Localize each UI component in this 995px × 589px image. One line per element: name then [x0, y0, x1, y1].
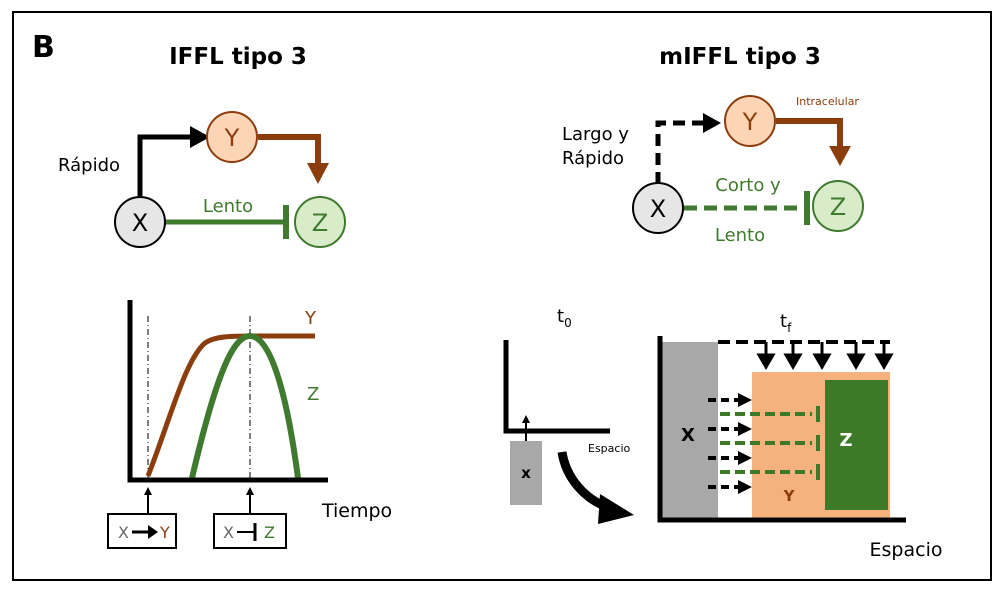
right-edge-y-z-arrowhead — [829, 146, 851, 166]
left-plot-z-label: Z — [307, 384, 319, 405]
right-node-z-label: Z — [830, 193, 846, 221]
left-edge-x-y-arrowhead — [190, 126, 210, 148]
right-network: Y X Z Largo y Rápido Intracelular Corto … — [562, 95, 864, 246]
event2-to: Z — [264, 523, 275, 542]
left-plot: Y Z Tiempo X Y X Z — [107, 300, 392, 549]
left-edge-y-z — [258, 134, 321, 168]
event1-to: Y — [159, 523, 170, 542]
tf-y-label: Y — [783, 487, 796, 505]
left-node-z-label: Z — [312, 209, 328, 237]
t0-x-block — [510, 441, 542, 505]
left-network: Y X Z Rápido Lento — [58, 111, 346, 248]
left-node-z-circle — [294, 196, 346, 248]
right-edge-x-y-arrowhead — [703, 113, 721, 133]
curve-y — [145, 333, 315, 477]
transition-arrowhead — [598, 494, 634, 524]
right-node-x-circle — [632, 182, 684, 234]
t0-label: t0 — [557, 306, 572, 330]
left-plot-y-label: Y — [304, 308, 317, 329]
tf-down-arrows — [756, 342, 894, 370]
left-node-x-circle — [114, 196, 166, 248]
event1-mini-arrowhead — [148, 525, 158, 539]
t0-plot: t0 x Espacio — [503, 306, 634, 524]
left-plot-x-axis-label: Tiempo — [321, 500, 392, 522]
right-node-y-label: Y — [742, 108, 758, 136]
right-edge-y-z — [776, 118, 843, 150]
event1-from: X — [118, 523, 129, 542]
right-label-largo-y: Largo y — [562, 124, 629, 145]
curve-z — [189, 332, 301, 479]
left-node-y-circle — [206, 111, 258, 163]
left-node-x-label: X — [132, 209, 148, 237]
t0-x-label: x — [521, 464, 531, 482]
left-edge-x-y — [137, 134, 196, 196]
left-label-lento: Lento — [203, 196, 253, 217]
right-label-corto-y: Corto y — [715, 175, 781, 196]
right-label-rapido: Rápido — [562, 148, 624, 169]
right-node-y-circle — [724, 95, 776, 147]
right-label-lento: Lento — [715, 225, 765, 246]
right-node-z-circle — [812, 180, 864, 232]
right-title: mIFFL tipo 3 — [659, 44, 821, 70]
tf-x-to-z-inhibitions — [720, 406, 820, 480]
tf-axis-label: Espacio — [870, 539, 943, 561]
right-edge-x-y — [655, 120, 706, 184]
event2-from: X — [223, 523, 234, 542]
tf-plot: tf X Y Z Espac — [657, 311, 943, 561]
left-title: IFFL tipo 3 — [169, 44, 307, 70]
panel-letter: B — [32, 30, 55, 65]
left-label-rapido: Rápido — [58, 155, 120, 176]
left-node-y-label: Y — [224, 124, 240, 152]
right-label-intracelular: Intracelular — [796, 95, 859, 108]
tf-x-label: X — [681, 425, 695, 446]
tf-label: tf — [780, 311, 792, 335]
tf-x-to-y-arrows — [708, 393, 752, 494]
figure-frame — [12, 11, 992, 581]
right-node-x-label: X — [650, 195, 666, 223]
tf-z-label: Z — [839, 430, 852, 451]
tf-z-region — [825, 380, 888, 510]
tf-axes — [657, 336, 906, 523]
t0-axis-label: Espacio — [588, 442, 631, 455]
left-plot-axes — [127, 300, 328, 483]
t0-axes — [503, 340, 610, 434]
left-edge-y-z-arrowhead — [307, 163, 329, 184]
